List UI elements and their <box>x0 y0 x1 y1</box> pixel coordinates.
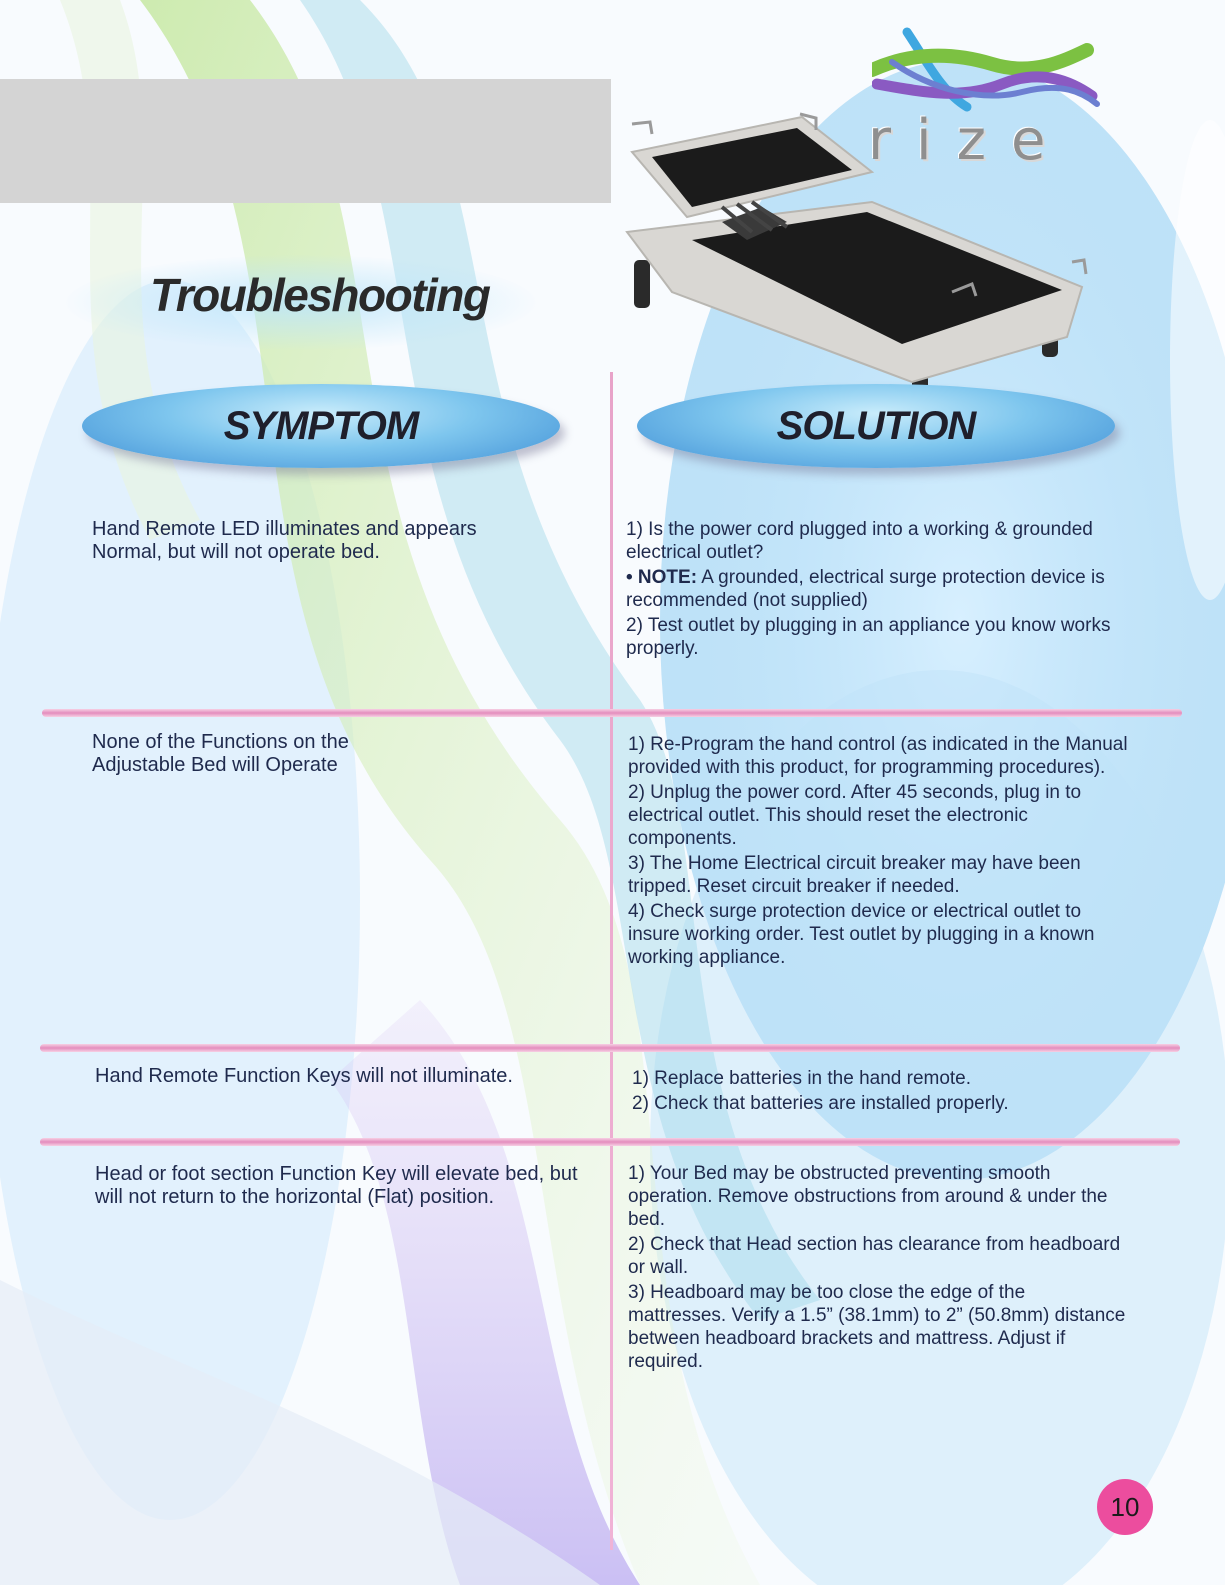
rize-logo-icon <box>872 27 1100 112</box>
solution-block: 1) Your Bed may be obstructed preventing… <box>628 1162 1128 1375</box>
note-label: • NOTE: <box>626 567 698 588</box>
symptom-header-label: SYMPTOM <box>223 403 420 448</box>
solution-step: 2) Test outlet by plugging in an applian… <box>626 615 1111 659</box>
symptom-text: Head or foot section Function Key will e… <box>95 1163 578 1208</box>
symptom-header: SYMPTOM <box>82 384 560 468</box>
row-divider <box>42 709 1182 717</box>
solution-step: 3) Headboard may be too close the edge o… <box>628 1282 1126 1372</box>
title-glow <box>66 255 536 350</box>
solution-header: SOLUTION <box>637 384 1115 468</box>
solution-step: 2) Unplug the power cord. After 45 secon… <box>628 782 1082 849</box>
note-text: A grounded, electrical surge protection … <box>626 567 1105 611</box>
page-number: 10 <box>1110 1491 1140 1522</box>
solution-header-label: SOLUTION <box>776 403 977 448</box>
solution-step: 2) Check that Head section has clearance… <box>628 1234 1121 1278</box>
page-number-badge: 10 <box>1097 1479 1153 1535</box>
symptom-text: None of the Functions on the Adjustable … <box>92 731 349 776</box>
solution-block: 1) Replace batteries in the hand remote.… <box>632 1067 1132 1117</box>
solution-block: 1) Is the power cord plugged into a work… <box>626 518 1126 662</box>
solution-block: 1) Re-Program the hand control (as indic… <box>628 733 1128 971</box>
solution-step: 1) Your Bed may be obstructed preventing… <box>628 1163 1108 1230</box>
header-band <box>0 79 611 203</box>
solution-step: 4) Check surge protection device or elec… <box>628 901 1095 968</box>
solution-step: 1) Replace batteries in the hand remote. <box>632 1068 972 1089</box>
solution-step: 1) Is the power cord plugged into a work… <box>626 519 1093 563</box>
row-divider <box>40 1044 1180 1052</box>
row-divider <box>40 1138 1180 1146</box>
solution-note: • NOTE: A grounded, electrical surge pro… <box>626 566 1126 612</box>
symptom-text: Hand Remote Function Keys will not illum… <box>95 1065 513 1087</box>
solution-step: 1) Re-Program the hand control (as indic… <box>628 734 1128 778</box>
brand-wordmark: rize <box>868 108 1071 173</box>
adjustable-bed-image <box>625 112 1088 398</box>
solution-step: 2) Check that batteries are installed pr… <box>632 1093 1009 1114</box>
column-divider <box>610 372 613 1550</box>
symptom-text: Hand Remote LED illuminates and appears … <box>92 518 477 563</box>
solution-step: 3) The Home Electrical circuit breaker m… <box>628 853 1081 897</box>
page-title: Troubleshooting <box>150 269 491 321</box>
